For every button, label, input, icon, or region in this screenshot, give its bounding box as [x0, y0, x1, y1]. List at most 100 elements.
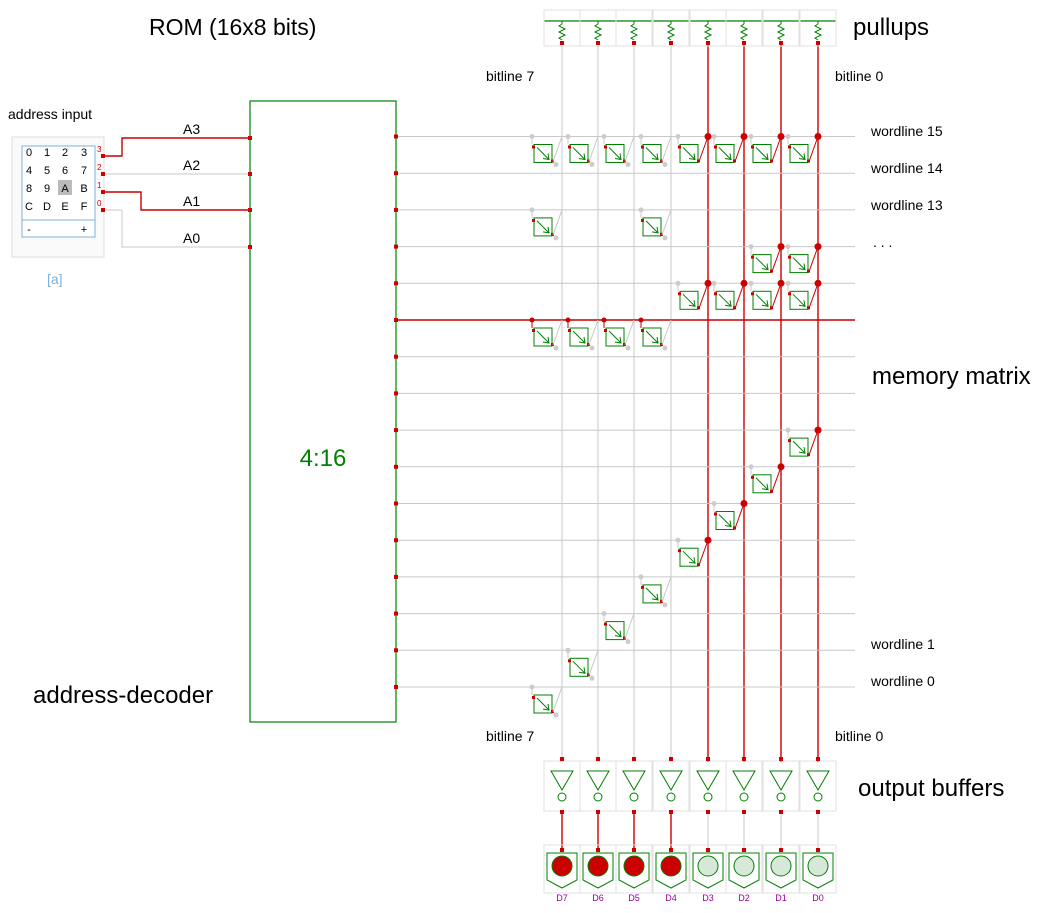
cell-drain-lead — [808, 246, 819, 272]
cell-drain-lead — [734, 503, 745, 529]
keypad-minus-button[interactable]: - — [27, 224, 31, 236]
bitline-0-top-label: bitline 0 — [835, 68, 883, 84]
cell-gate-node — [675, 134, 681, 139]
inverter-bubble — [739, 792, 749, 802]
decoder-output-pin — [394, 244, 398, 249]
led-pin — [816, 848, 820, 852]
transistor-pin — [807, 453, 810, 457]
output-buffer — [615, 757, 653, 852]
keypad-key-E[interactable]: E — [61, 201, 68, 213]
keypad-key-8[interactable]: 8 — [26, 183, 32, 195]
transistor-pin — [660, 343, 663, 346]
transistor-channel — [792, 440, 806, 454]
transistor-pin — [751, 475, 754, 479]
cell-drain-lead — [808, 136, 819, 162]
memory-cell — [675, 279, 712, 310]
transistor-arrow — [542, 703, 550, 711]
cell-bitline-node — [704, 536, 712, 544]
keypad-plus-button[interactable]: + — [81, 224, 87, 236]
address-line-A2: A22 — [97, 157, 252, 176]
cell-gate-node — [711, 501, 717, 506]
transistor-pin — [788, 145, 791, 149]
transistor-channel — [755, 257, 769, 270]
keypad-key-B[interactable]: B — [80, 183, 87, 195]
inverter-bubble — [593, 792, 603, 802]
inverter-triangle — [659, 770, 683, 791]
transistor-pin — [770, 159, 773, 163]
transistor-arrow — [651, 336, 659, 344]
buffer-input-pin — [596, 757, 600, 761]
led-frame — [615, 844, 653, 894]
keypad-key-5[interactable]: 5 — [44, 165, 50, 177]
keypad-key-1[interactable]: 1 — [44, 147, 50, 159]
keypad-key-label: 7 — [81, 165, 87, 177]
led-D6: D6 — [579, 844, 617, 903]
keypad-key-D[interactable]: D — [43, 201, 51, 213]
transistor-pin — [678, 549, 681, 553]
keypad-key-label: 2 — [62, 147, 68, 159]
keypad-key-label: 4 — [26, 165, 32, 177]
keypad-key-label: B — [80, 183, 87, 195]
led-D5: D5 — [615, 844, 653, 903]
decoder-output-pin — [394, 281, 398, 286]
transistor-arrow — [688, 300, 696, 307]
cell-source-node — [625, 162, 631, 167]
keypad-key-7[interactable]: 7 — [81, 165, 87, 177]
decoder-ratio-label: 4:16 — [300, 445, 347, 472]
transistor-channel — [645, 587, 659, 601]
keypad-key-C[interactable]: C — [25, 201, 33, 213]
memory-cell — [785, 279, 822, 310]
transistor-arrow — [761, 153, 769, 161]
transistor-channel — [572, 147, 586, 160]
output-label-D7: D7 — [556, 893, 568, 903]
transistor-pin — [733, 526, 736, 530]
keypad-key-A[interactable]: A — [58, 180, 72, 195]
cell-source-node — [662, 602, 668, 608]
inverter-triangle — [550, 770, 574, 791]
cell-bitline-node — [814, 133, 822, 140]
cell-gate-node — [748, 134, 754, 139]
transistor-channel — [682, 293, 696, 307]
inverter-bubble — [776, 792, 786, 802]
output-buffer — [689, 757, 727, 852]
transistor-pin — [551, 710, 554, 713]
keypad-key-4[interactable]: 4 — [26, 165, 32, 177]
inverter-triangle — [622, 770, 646, 791]
inverter-bubble — [813, 792, 823, 802]
transistor-arrow — [688, 557, 696, 564]
keypad-key-label: 0 — [26, 147, 32, 159]
transistor-pin — [770, 269, 773, 273]
memory-cell — [711, 500, 748, 530]
memory-cell — [785, 133, 822, 163]
memory-cell — [638, 207, 672, 241]
keypad-key-3[interactable]: 3 — [81, 147, 87, 159]
cell-gate-node — [638, 317, 644, 323]
cell-gate-node — [529, 207, 535, 213]
transistor-pin — [807, 159, 810, 163]
cell-bitline-node — [814, 243, 822, 251]
cell-bitline-node — [704, 133, 712, 140]
keypad-key-0[interactable]: 0 — [26, 147, 32, 159]
decoder-output-pin — [394, 574, 398, 579]
keypad-key-label: C — [25, 201, 33, 213]
transistor-pin — [807, 306, 810, 310]
cell-source-node — [553, 345, 559, 351]
keypad-key-6[interactable]: 6 — [62, 165, 68, 177]
transistor-arrow — [651, 153, 659, 161]
keypad-key-label: D — [43, 201, 51, 213]
address-decoder-label: address-decoder — [33, 682, 213, 709]
cell-gate-node — [565, 647, 571, 653]
keypad-key-F[interactable]: F — [81, 201, 88, 213]
transistor-arrow — [798, 447, 806, 454]
buffer-output-pin — [706, 810, 710, 814]
keypad-output-pin — [101, 190, 105, 194]
keypad-key-label: 5 — [44, 165, 50, 177]
inverter-triangle — [696, 770, 720, 791]
transistor-pin — [660, 232, 663, 236]
buffer-input-pin — [669, 757, 673, 761]
led-lamp — [697, 855, 719, 877]
keypad-key-9[interactable]: 9 — [44, 183, 50, 195]
keypad-key-2[interactable]: 2 — [62, 147, 68, 159]
pullup-resistor — [689, 9, 727, 47]
